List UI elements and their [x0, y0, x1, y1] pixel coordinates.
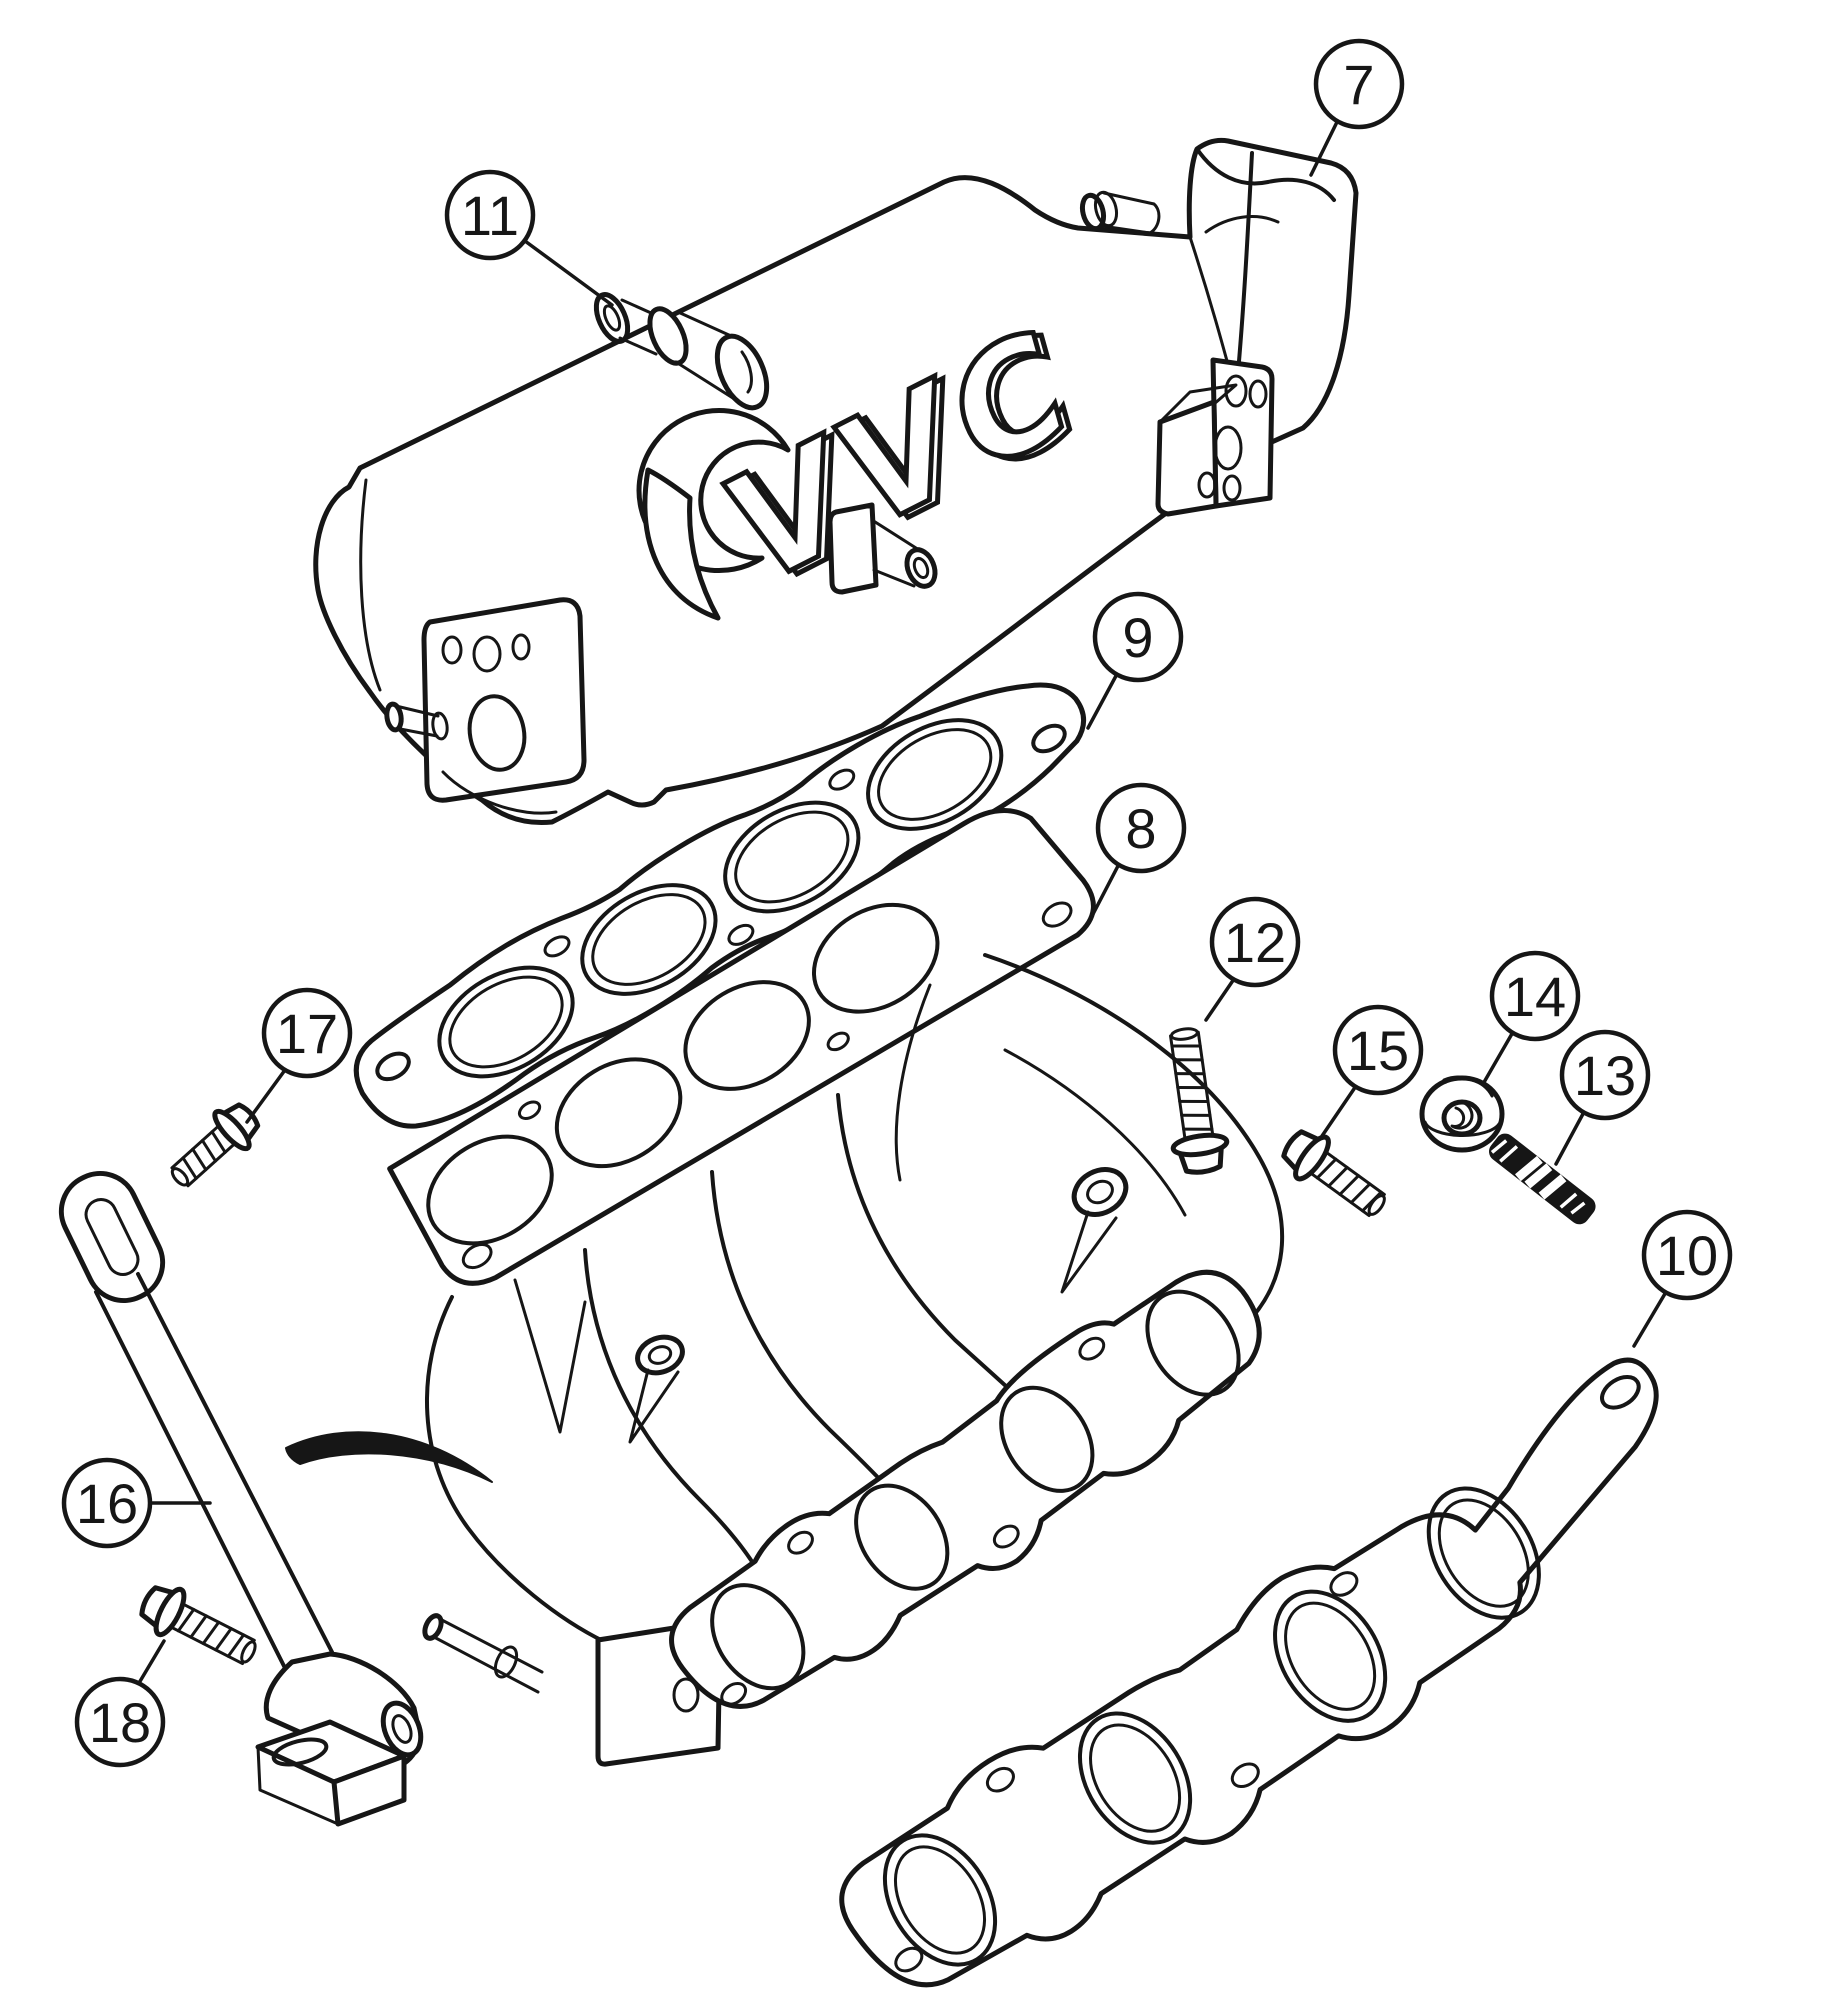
callout-leader-10: [1632, 1290, 1668, 1348]
callout-number-12: 12: [1224, 911, 1286, 974]
manifold-gasket-ports: [882, 1486, 1541, 1967]
callout-7[interactable]: 7: [1309, 38, 1405, 177]
callout-leader-18: [137, 1639, 166, 1685]
callout-circle-10[interactable]: [1641, 1209, 1733, 1301]
callout-16[interactable]: 16: [61, 1457, 212, 1549]
manifold-gasket-drawing: [839, 1357, 1659, 1988]
callout-circle-16[interactable]: [61, 1457, 153, 1549]
callout-number-11: 11: [461, 184, 519, 247]
callout-number-7: 7: [1343, 53, 1374, 116]
callout-leader-7: [1309, 120, 1339, 177]
support-stay-drawing: [58, 1170, 424, 1827]
short-flanged-bolt-drawing: [1281, 1129, 1386, 1218]
callout-18[interactable]: 18: [74, 1639, 166, 1768]
callout-11[interactable]: 11: [444, 169, 614, 307]
callout-8[interactable]: 8: [1090, 782, 1187, 918]
callout-15[interactable]: 15: [1320, 1004, 1424, 1138]
callout-number-16: 16: [76, 1472, 138, 1535]
callout-circle-12[interactable]: [1209, 896, 1301, 988]
callout-leader-11: [523, 239, 614, 307]
manifold-bottom-flange: [669, 1269, 1262, 1709]
callout-number-17: 17: [276, 1002, 338, 1065]
callout-circle-8[interactable]: [1095, 782, 1187, 874]
callout-9[interactable]: 9: [1086, 591, 1184, 730]
callout-leader-8: [1090, 862, 1121, 918]
callout-circle-11[interactable]: [444, 169, 536, 261]
plenum-centre-stub: [827, 502, 938, 595]
callout-number-10: 10: [1656, 1224, 1718, 1287]
callout-circle-18[interactable]: [74, 1676, 166, 1768]
plenum-chamber-drawing: VVC VVC: [313, 137, 1359, 826]
callout-number-8: 8: [1125, 797, 1156, 860]
plenum-front-flange: [359, 478, 587, 815]
callout-17[interactable]: 17: [245, 987, 353, 1124]
callout-leader-12: [1204, 977, 1236, 1022]
callout-circle-14[interactable]: [1489, 950, 1581, 1042]
lower-inlet-manifold-drawing: [387, 808, 1285, 1767]
callout-14[interactable]: 14: [1481, 950, 1581, 1086]
callout-leader-9: [1086, 672, 1119, 730]
callout-leader-13: [1554, 1110, 1586, 1166]
callout-circle-17[interactable]: [261, 987, 353, 1079]
motion-arc: [285, 1431, 493, 1483]
manifold-top-flange: [387, 808, 1096, 1286]
callout-circle-9[interactable]: [1092, 591, 1184, 683]
callout-circle-13[interactable]: [1559, 1029, 1651, 1121]
stay-lower-bolt-drawing: [139, 1585, 257, 1666]
plenum-top-stub: [1079, 190, 1161, 235]
plenum-bracket: [1155, 357, 1275, 517]
callout-circle-7[interactable]: [1313, 38, 1405, 130]
callout-13[interactable]: 13: [1554, 1029, 1651, 1166]
callout-number-18: 18: [89, 1691, 151, 1754]
plenum-front-pin: [384, 701, 449, 741]
callout-10[interactable]: 10: [1632, 1209, 1733, 1348]
callout-circle-15[interactable]: [1332, 1004, 1424, 1096]
stud-drawing: [1489, 1133, 1596, 1225]
callout-leader-15: [1320, 1084, 1358, 1138]
callout-number-15: 15: [1347, 1019, 1409, 1082]
callout-number-13: 13: [1574, 1044, 1636, 1107]
long-flanged-bolt-drawing: [1169, 1027, 1230, 1175]
flanged-nut-drawing: [1419, 1075, 1505, 1153]
callout-12[interactable]: 12: [1204, 896, 1301, 1022]
callout-number-14: 14: [1504, 965, 1566, 1028]
swoosh-petal: [642, 467, 721, 621]
upper-gasket-drawing: [353, 682, 1087, 1129]
stay-upper-bolt-drawing: [170, 1102, 261, 1188]
callout-number-9: 9: [1122, 606, 1153, 669]
callout-leader-17: [245, 1068, 287, 1124]
callout-leader-14: [1481, 1030, 1515, 1086]
mounting-grommet-drawing: [593, 292, 770, 411]
